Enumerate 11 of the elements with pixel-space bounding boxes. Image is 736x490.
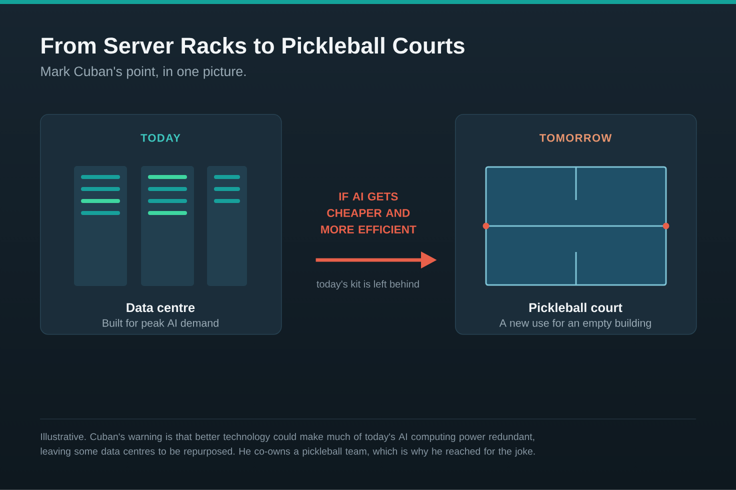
edge-label: IF AI GETS CHEAPER AND MORE EFFICIENT (321, 192, 416, 234)
note: today's kit is left behind (316, 280, 419, 290)
footnote: Illustrative. Cuban's warning is that better technology could make much of today's AI computing power redundant, leaving some data centres to be repurposed. He co-owns a pickleball team, which is why he reached for the joke. (40, 432, 535, 457)
card-heading: TOMORROW (540, 134, 612, 142)
card-heading: TODAY (140, 134, 180, 142)
card-title: Pickleball court (529, 302, 622, 312)
card-subtitle: A new use for an empty building (499, 318, 651, 329)
subtitle: Mark Cuban's point, in one picture. (41, 66, 246, 79)
card-subtitle: Built for peak AI demand (102, 318, 218, 329)
card-title: Data centre (126, 303, 195, 312)
title: From Server Racks to Pickleball Courts (42, 37, 464, 54)
